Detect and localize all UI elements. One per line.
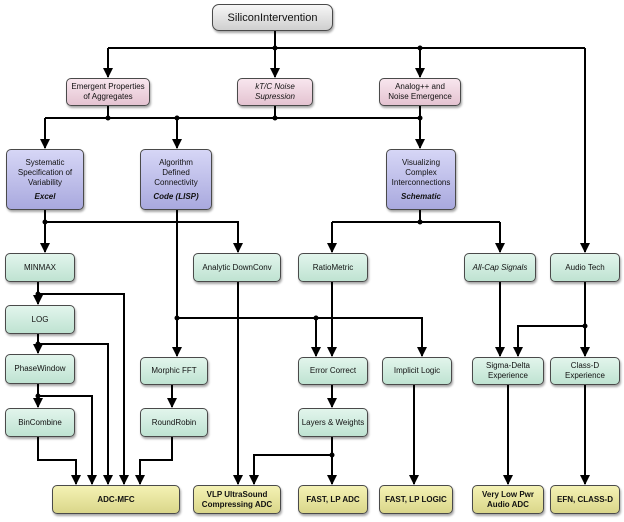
analog-line-1: Analog++ and [395,82,445,91]
minmax-node[interactable]: MINMAX [5,253,75,282]
allcap-signals-node[interactable]: All-Cap Signals [464,253,536,282]
ktc-line-1: kT/C Noise [255,82,295,91]
algorithm-tool: Code (LISP) [153,191,199,201]
morphic-fft-label: Morphic FFT [151,366,197,375]
fast-adc-label: FAST, LP ADC [306,494,360,504]
systematic-spec-node[interactable]: Systematic Specification of Variability … [6,149,84,210]
log-node[interactable]: LOG [5,305,75,334]
efn-classd-node[interactable]: EFN, CLASS-D [550,485,620,514]
efn-label: EFN, CLASS-D [557,494,613,504]
analytic-downconv-node[interactable]: Analytic DownConv [193,253,281,282]
visualizing-line-2: Complex [405,167,437,177]
vlp-audio-adc-node[interactable]: Very Low Pwr Audio ADC [472,485,544,514]
vlp-ultrasound-node[interactable]: VLP UltraSound Compressing ADC [193,485,281,514]
algorithm-connectivity-node[interactable]: Algorithm Defined Connectivity Code (LIS… [140,149,212,210]
algorithm-line-1: Algorithm [159,157,193,167]
systematic-line-1: Systematic [25,157,65,167]
algorithm-line-2: Defined [162,167,190,177]
emergent-properties-node[interactable]: Emergent Properties of Aggregates [66,78,150,106]
emergent-line-1: Emergent Properties [71,82,145,91]
systematic-line-3: Variability [27,177,63,187]
analog-noise-node[interactable]: Analog++ and Noise Emergence [379,78,461,106]
systematic-line-2: Specification of [17,167,73,177]
error-correct-label: Error Correct [309,366,357,375]
fast-lp-logic-node[interactable]: FAST, LP LOGIC [379,485,453,514]
visualizing-interconnections-node[interactable]: Visualizing Complex Interconnections Sch… [386,149,456,210]
ktc-line-2: Supression [254,92,296,101]
vlp-audio-line-2: Audio ADC [487,499,529,509]
visualizing-line-3: Interconnections [391,177,451,187]
roundrobin-label: RoundRobin [151,417,197,427]
classd-line-2: Experience [564,371,606,380]
root-node[interactable]: SiliconIntervention [212,4,333,31]
fast-logic-label: FAST, LP LOGIC [385,494,447,504]
emergent-line-2: of Aggregates [83,92,133,101]
sigma-delta-node[interactable]: Sigma-Delta Experience [472,357,544,385]
log-label: LOG [31,314,49,324]
ratiometric-node[interactable]: RatioMetric [298,253,368,282]
algorithm-line-3: Connectivity [154,177,198,187]
bincombine-label: BinCombine [18,417,62,427]
layers-weights-node[interactable]: Layers & Weights [298,408,368,437]
vlp-line-1: VLP UltraSound [206,489,268,499]
classd-line-1: Class-D [570,361,600,370]
fast-lp-adc-node[interactable]: FAST, LP ADC [298,485,368,514]
ktc-noise-node[interactable]: kT/C Noise Supression [237,78,313,106]
minmax-label: MINMAX [24,262,56,272]
visualizing-line-1: Visualizing [401,157,441,167]
bincombine-node[interactable]: BinCombine [5,408,75,437]
audio-tech-node[interactable]: Audio Tech [550,253,620,282]
vlp-audio-line-1: Very Low Pwr [481,489,535,499]
vlp-line-2: Compressing ADC [201,499,273,509]
implicit-logic-label: Implicit Logic [393,366,441,375]
error-correct-node[interactable]: Error Correct [298,357,368,385]
audio-tech-label: Audio Tech [565,262,605,272]
systematic-tool: Excel [34,191,56,201]
phasewindow-node[interactable]: PhaseWindow [5,354,75,384]
roundrobin-node[interactable]: RoundRobin [140,408,208,437]
visualizing-tool: Schematic [400,191,442,201]
layers-weights-label: Layers & Weights [301,417,365,427]
analog-line-2: Noise Emergence [388,92,452,101]
classd-node[interactable]: Class-D Experience [550,357,620,385]
sigma-delta-line-2: Experience [487,371,529,380]
morphic-fft-node[interactable]: Morphic FFT [140,357,208,385]
implicit-logic-node[interactable]: Implicit Logic [382,357,452,385]
sigma-delta-line-1: Sigma-Delta [485,361,530,370]
analytic-downconv-label: Analytic DownConv [202,262,272,272]
root-label: SiliconIntervention [227,11,318,24]
phasewindow-label: PhaseWindow [14,364,66,373]
ratiometric-label: RatioMetric [312,262,354,272]
adc-mfc-node[interactable]: ADC-MFC [52,485,180,514]
adc-mfc-label: ADC-MFC [97,494,135,504]
allcap-label: All-Cap Signals [472,262,528,272]
